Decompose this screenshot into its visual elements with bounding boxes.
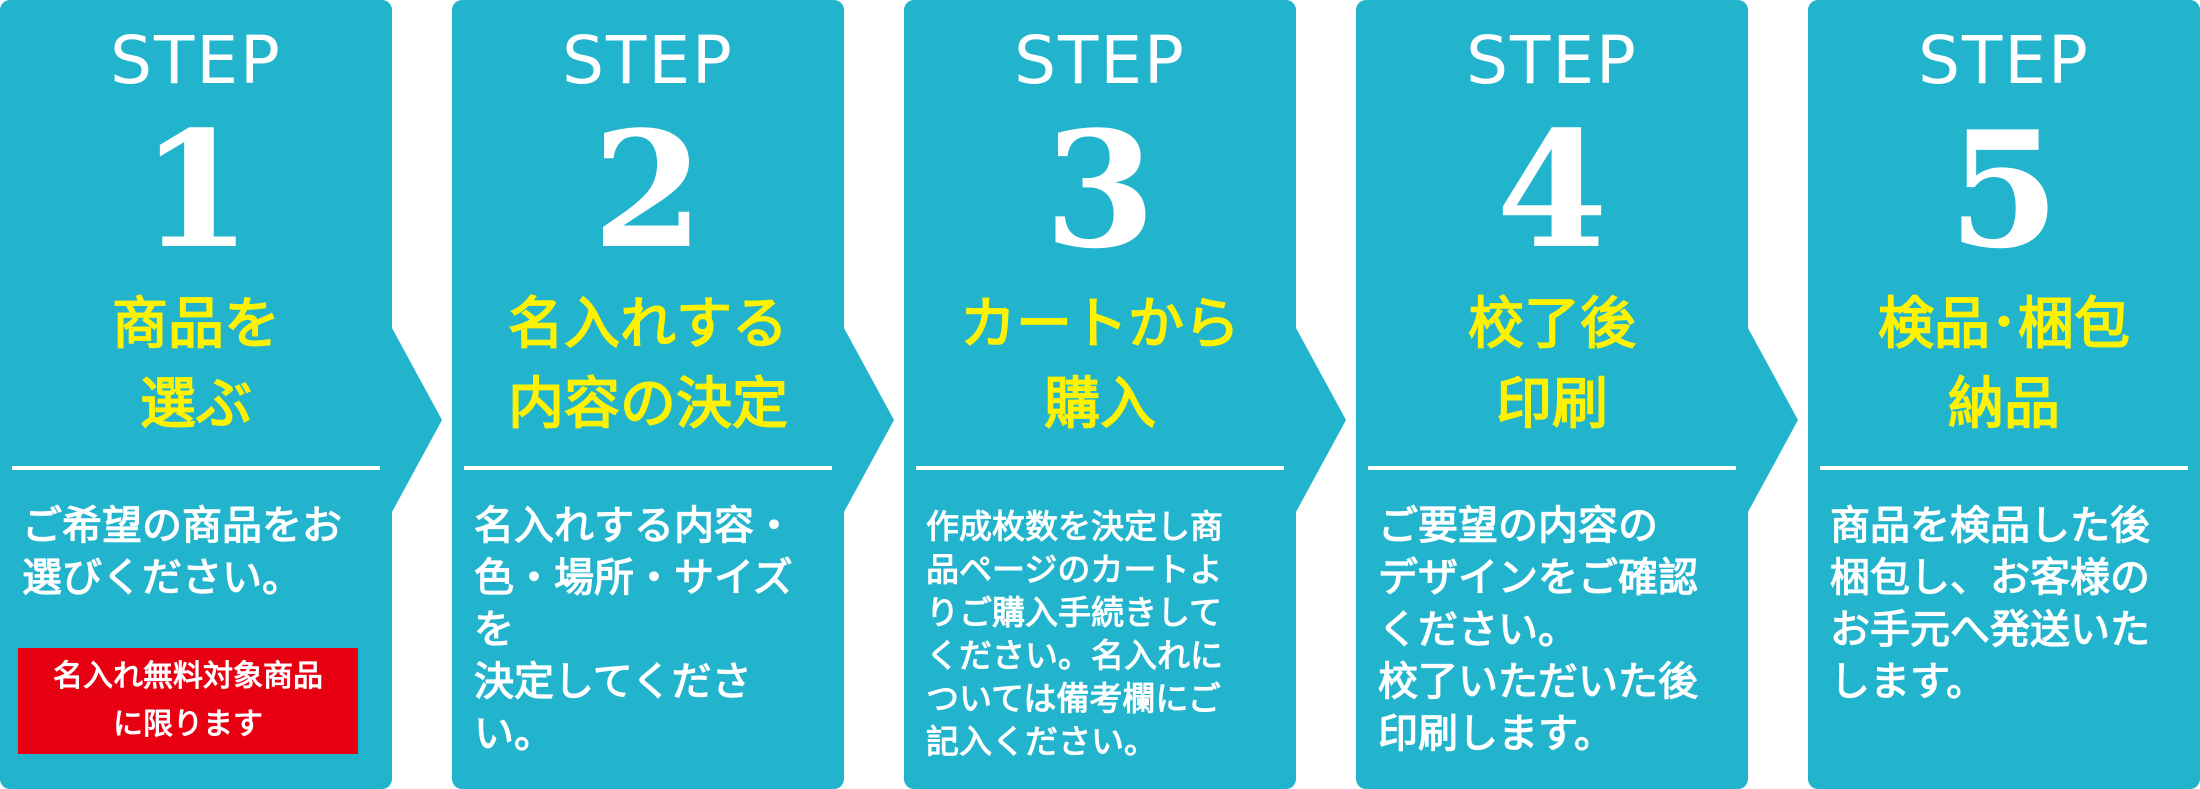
step-title: 検品･梱包 納品 xyxy=(1878,292,2130,437)
step-number: 1 xyxy=(140,96,252,284)
divider xyxy=(464,466,832,470)
step-description: 名入れする内容・ 色・場所・サイズを 決定してください。 xyxy=(474,503,794,757)
step-label: STEP xyxy=(110,22,282,99)
step-title: 校了後 印刷 xyxy=(1468,292,1636,437)
step-description: ご希望の商品をお 選びください。 xyxy=(22,503,342,601)
step-title: 名入れする 内容の決定 xyxy=(508,292,788,437)
step-4-panel: STEP 4 校了後 印刷 ご要望の内容の デザインをご確認 ください。 校了い… xyxy=(1356,0,1798,789)
step-title: 商品を 選ぶ xyxy=(112,292,280,437)
step-description: 商品を検品した後 梱包し、お客様の お手元へ発送いた します。 xyxy=(1830,503,2150,705)
step-label: STEP xyxy=(562,22,734,99)
step-3-panel: STEP 3 カートから 購入 作成枚数を決定し商 品ページのカートよ りご購入… xyxy=(904,0,1346,789)
divider xyxy=(1368,466,1736,470)
divider xyxy=(1820,466,2188,470)
step-number: 5 xyxy=(1948,96,2060,284)
step-title: カートから 購入 xyxy=(960,292,1240,437)
step-2-panel: STEP 2 名入れする 内容の決定 名入れする内容・ 色・場所・サイズを 決定… xyxy=(452,0,894,789)
divider xyxy=(916,466,1284,470)
divider xyxy=(12,466,380,470)
right-arrow-icon xyxy=(844,328,894,512)
step-1-panel: STEP 1 商品を 選ぶ ご希望の商品をお 選びください。 名入れ無料対象商品… xyxy=(0,0,442,789)
step-number: 3 xyxy=(1044,96,1156,284)
step-number: 2 xyxy=(592,96,704,284)
right-arrow-icon xyxy=(1296,328,1346,512)
free-engraving-notice-badge: 名入れ無料対象商品 に限ります xyxy=(18,648,358,754)
step-number: 4 xyxy=(1496,96,1608,284)
right-arrow-icon xyxy=(1748,328,1798,512)
step-description: ご要望の内容の デザインをご確認 ください。 校了いただいた後 印刷します。 xyxy=(1378,503,1698,757)
step-description: 作成枚数を決定し商 品ページのカートよ りご購入手続きして ください。名入れに … xyxy=(926,507,1223,761)
step-label: STEP xyxy=(1014,22,1186,99)
step-5-panel: STEP 5 検品･梱包 納品 商品を検品した後 梱包し、お客様の お手元へ発送… xyxy=(1808,0,2200,789)
step-label: STEP xyxy=(1466,22,1638,99)
step-label: STEP xyxy=(1918,22,2090,99)
right-arrow-icon xyxy=(392,328,442,512)
